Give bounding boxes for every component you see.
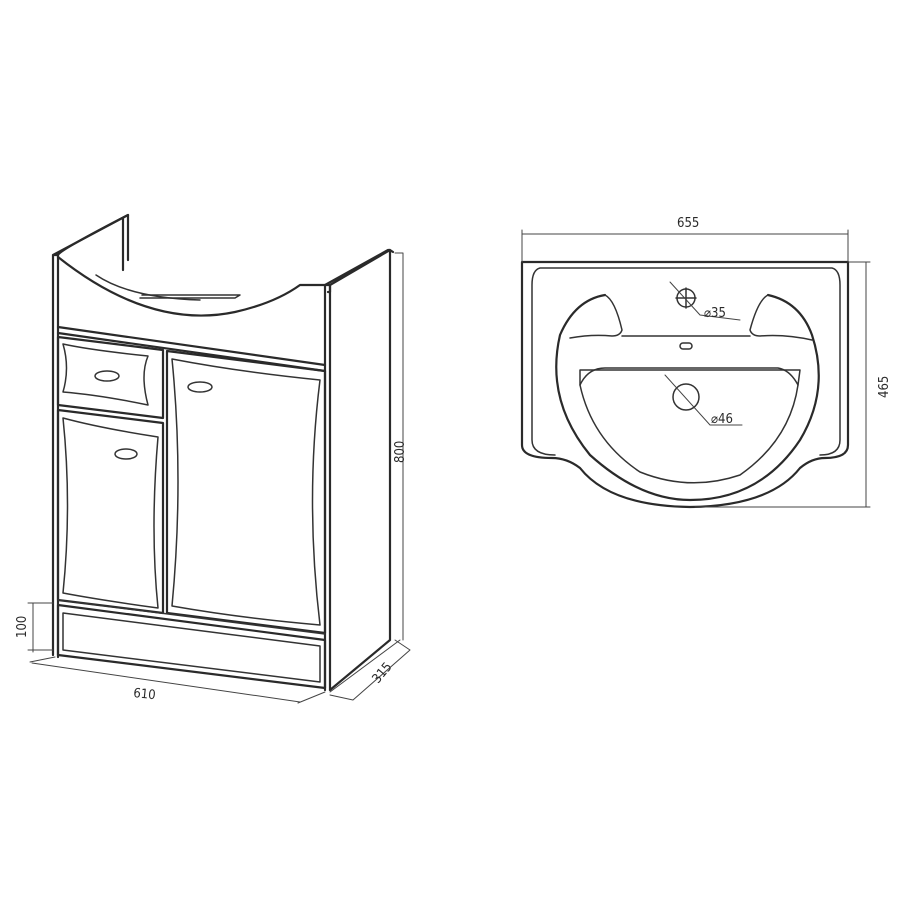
plinth (56, 599, 327, 690)
vanity-cabinet: 800 100 610 315 (15, 213, 411, 704)
cabinet-right-panel (323, 248, 395, 692)
drain-hole: ⌀46 (664, 374, 743, 427)
basin-inner-ledge (579, 369, 801, 386)
drawer (56, 335, 165, 420)
left-door (56, 408, 165, 615)
tap-hole-label: ⌀35 (704, 306, 726, 321)
dim-height-label: 800 (393, 441, 408, 463)
basin-bowl-arm-right (749, 294, 813, 341)
basin-overflow (679, 342, 693, 350)
cabinet-back-panel (56, 213, 130, 272)
basin-outer-contour (520, 260, 850, 509)
cabinet-cutout-depth (95, 274, 201, 301)
basin-bowl-arm-left (569, 294, 623, 339)
dim-basin-width: 655 (521, 216, 849, 263)
right-door-handle (187, 381, 213, 393)
drain-hole-label: ⌀46 (711, 412, 733, 427)
cabinet-inner-shelf (139, 294, 241, 299)
dim-basin-depth: 465 (694, 261, 892, 508)
right-door (165, 349, 327, 635)
basin: ⌀35 ⌀46 655 465 (520, 216, 892, 509)
basin-rim (531, 267, 841, 456)
dim-basin-depth-label: 465 (877, 376, 892, 398)
drawer-handle (94, 370, 120, 382)
dim-plinth: 100 (15, 602, 54, 653)
left-door-handle (114, 448, 138, 460)
cabinet-sink-cutout (56, 255, 332, 317)
tap-hole: ⌀35 (669, 281, 741, 321)
dim-plinth-label: 100 (15, 616, 30, 638)
basin-bowl-outer (555, 293, 820, 502)
dim-width-label: 610 (133, 686, 157, 703)
dim-depth: 315 (329, 639, 411, 701)
dim-width: 610 (29, 656, 326, 704)
dim-height: 800 (329, 252, 408, 693)
cabinet-top-rail (56, 325, 327, 373)
dim-basin-width-label: 655 (677, 216, 699, 231)
basin-inner-bowl (579, 367, 799, 484)
